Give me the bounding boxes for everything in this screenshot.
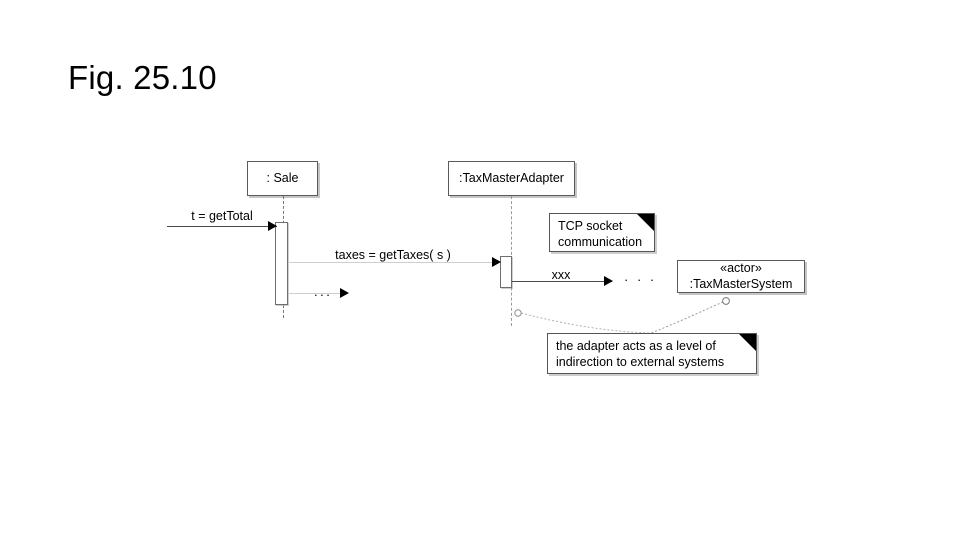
message-arrowhead-elided-sale [340,288,349,298]
lifeline-label-sale: : Sale [266,170,299,185]
page-title: Fig. 25.10 [68,59,217,96]
message-arrowhead-get-total [268,221,277,231]
note-anchor-endpoint-actor [722,297,730,305]
note-adapter-indirection[interactable]: the adapter acts as a level of indirecti… [547,333,757,374]
message-label-xxx: xxx [551,268,571,282]
note-adapter-indirection-line2: indirection to external systems [556,355,725,370]
note-tcp-socket[interactable]: TCP socket communication [549,213,655,252]
note-anchor-line-adapter [520,312,651,334]
note-tcp-socket-line1: TCP socket [558,219,623,233]
message-arrowhead-get-taxes [492,257,501,267]
note-fold-corner-icon [739,334,756,351]
message-label-get-taxes: taxes = getTaxes( s ) [335,248,451,262]
actor-box-taxmastersystem[interactable]: «actor» :TaxMasterSystem [677,260,805,293]
note-anchor-endpoint-adapter [514,309,522,317]
message-arrowhead-xxx [604,276,613,286]
message-label-get-total: t = getTotal [191,209,253,223]
note-fold-corner-icon [637,214,654,231]
lifeline-box-taxmasteradapter[interactable]: :TaxMasterAdapter [448,161,575,196]
actor-stereotype-label: «actor» [720,261,762,276]
message-line-get-total [167,226,277,227]
message-label-elided-sale: ... [314,284,333,299]
note-anchor-line-actor [650,301,724,334]
activation-bar-taxmasteradapter [500,256,512,288]
note-adapter-indirection-line1: the adapter acts as a level of [556,339,716,353]
activation-bar-sale [275,222,288,305]
lifeline-label-taxmasteradapter: :TaxMasterAdapter [459,170,564,185]
message-line-xxx [512,281,612,282]
actor-name-label: :TaxMasterSystem [689,276,793,291]
message-line-get-taxes [288,262,500,263]
lifeline-box-sale[interactable]: : Sale [247,161,318,196]
message-line-elided-sale [288,293,340,294]
message-label-elided-external: · · · [624,272,657,287]
note-tcp-socket-line2: communication [558,235,643,250]
